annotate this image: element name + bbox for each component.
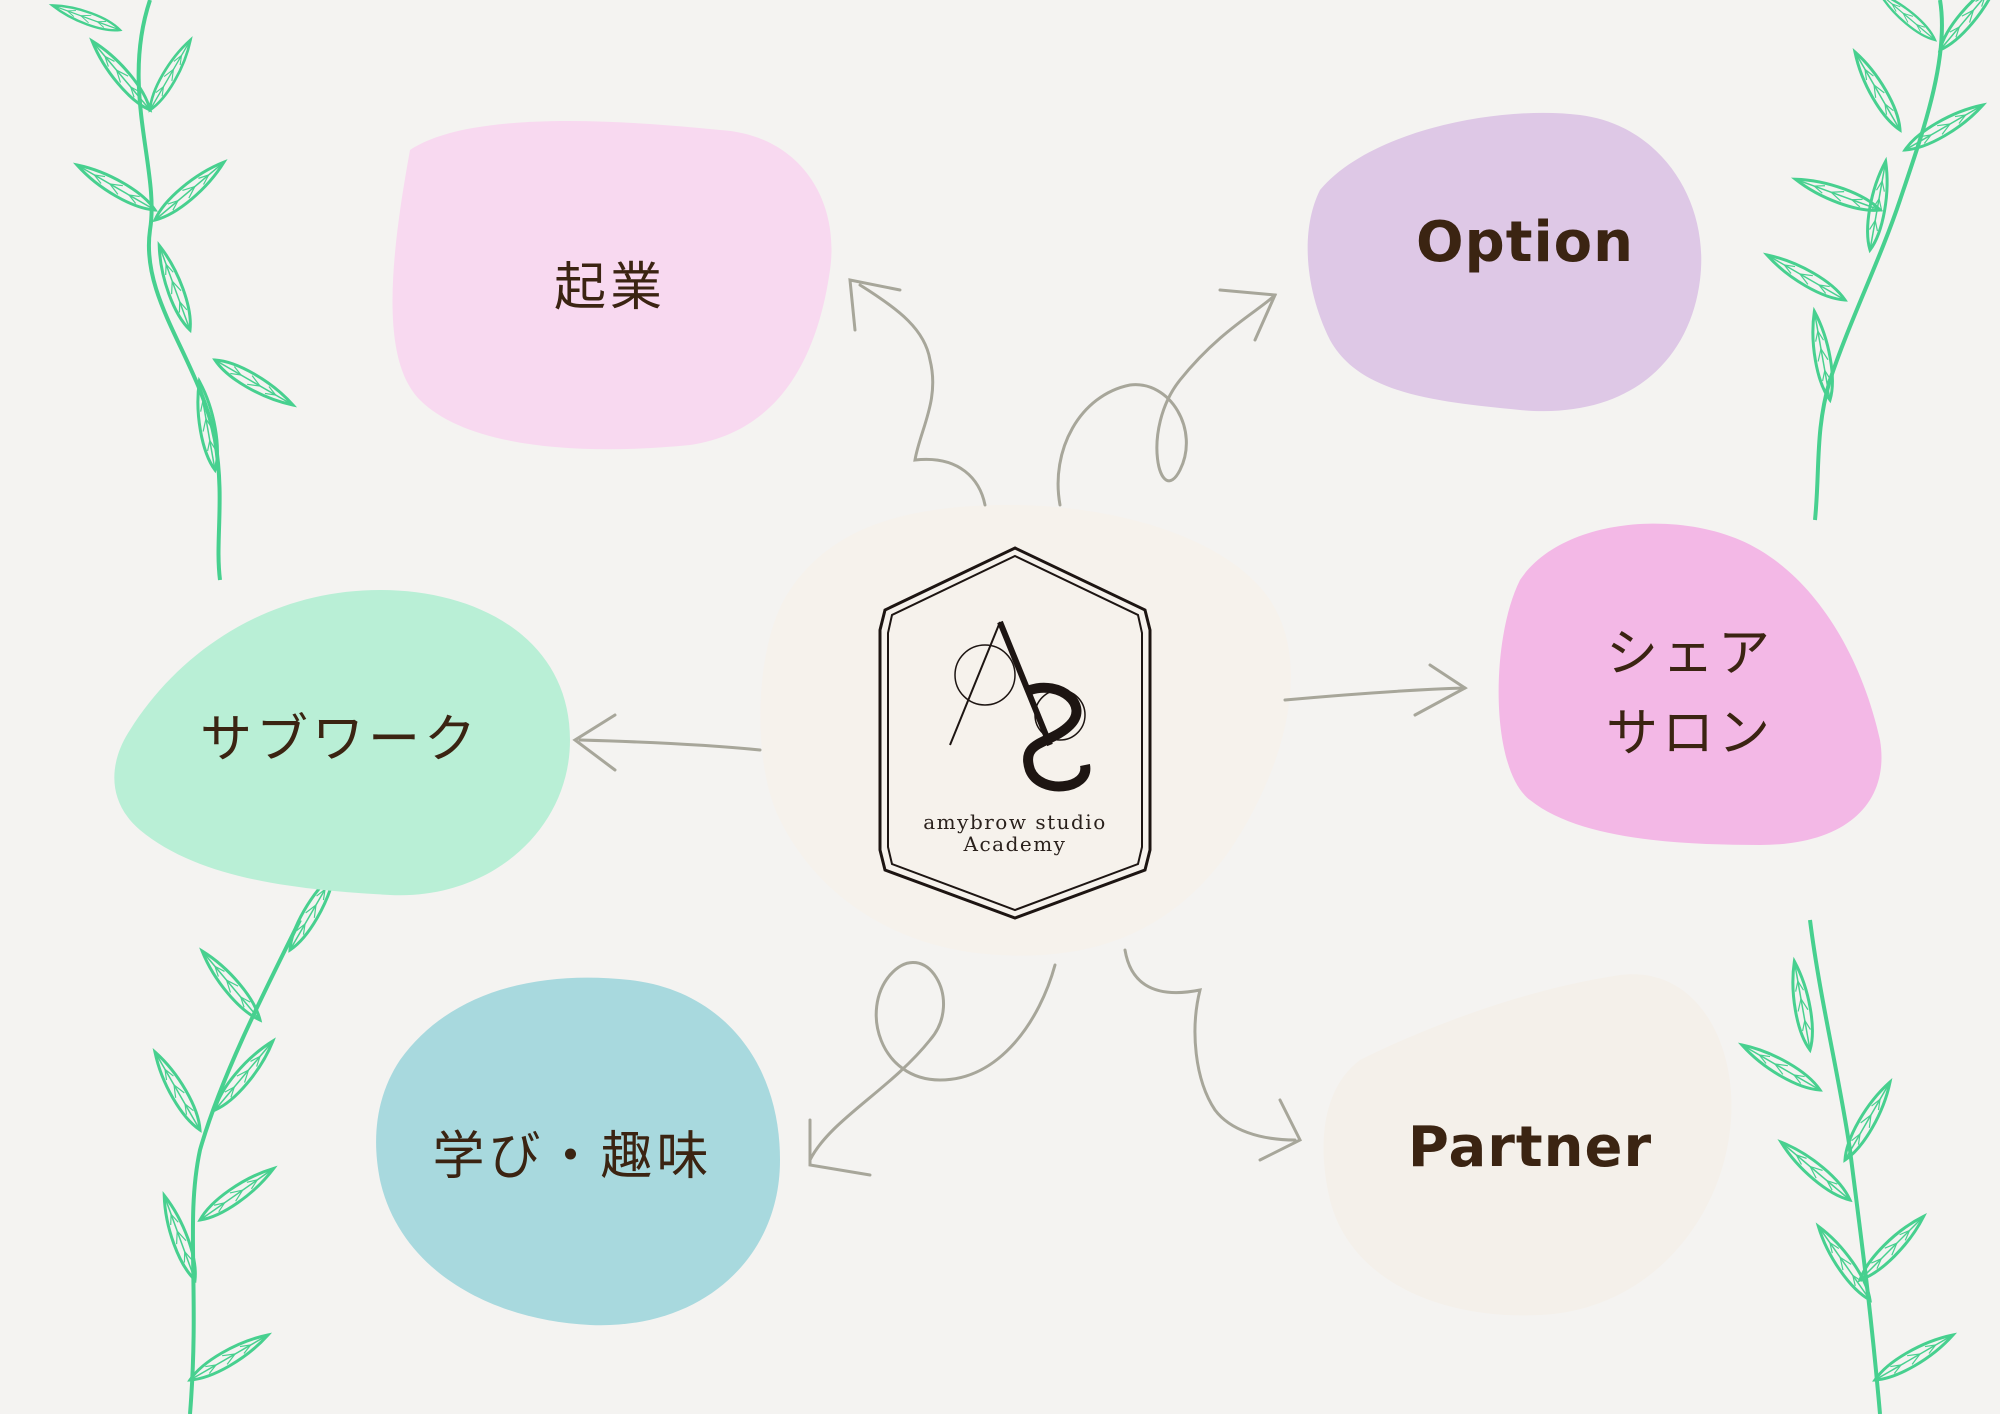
blob-manabi	[376, 977, 780, 1326]
arrow-to-subwork	[578, 738, 762, 752]
logo-monogram-mark	[949, 620, 1091, 792]
arrow-to-manabi	[808, 960, 1057, 1162]
node-label-kigyo: 起業	[553, 258, 666, 318]
node-label-share-salon: シェア サロン	[1605, 624, 1774, 764]
blob-partner	[1323, 974, 1732, 1316]
brand-name-line1: amybrow studio	[923, 810, 1107, 834]
arrow-head-partner	[1258, 1098, 1303, 1162]
blob-share-salon	[1498, 523, 1882, 845]
brand-name-line2: Academy	[963, 832, 1067, 856]
arrows	[572, 278, 1468, 1177]
vine-top-right	[1761, 0, 2000, 521]
center-blob	[760, 505, 1291, 956]
node-label-subwork: サブワーク	[199, 710, 480, 770]
arrow-head-share-salon	[1413, 663, 1468, 717]
blob-subwork	[114, 590, 570, 896]
arrow-head-subwork	[572, 713, 617, 772]
blob-kigyo	[392, 121, 832, 450]
arrow-head-manabi	[808, 1118, 872, 1177]
logo-badge	[878, 546, 1152, 920]
node-label-manabi: 学び・趣味	[432, 1127, 713, 1187]
arrow-to-kigyo	[858, 283, 987, 507]
arrow-head-kigyo	[848, 278, 902, 332]
arrow-head-option	[1218, 288, 1278, 342]
vine-bottom-left	[147, 866, 343, 1414]
logo-inner-frame	[887, 554, 1143, 912]
node-label-partner: Partner	[1407, 1115, 1653, 1180]
blob-option	[1307, 112, 1702, 412]
arrow-to-share-salon	[1283, 686, 1467, 702]
arrow-to-option	[1056, 293, 1277, 507]
vine-top-left	[49, 0, 299, 581]
arrow-to-partner	[1123, 948, 1297, 1142]
vine-bottom-right	[1736, 919, 1959, 1414]
node-label-option: Option	[1416, 210, 1634, 275]
logo-outer-frame	[878, 546, 1152, 920]
